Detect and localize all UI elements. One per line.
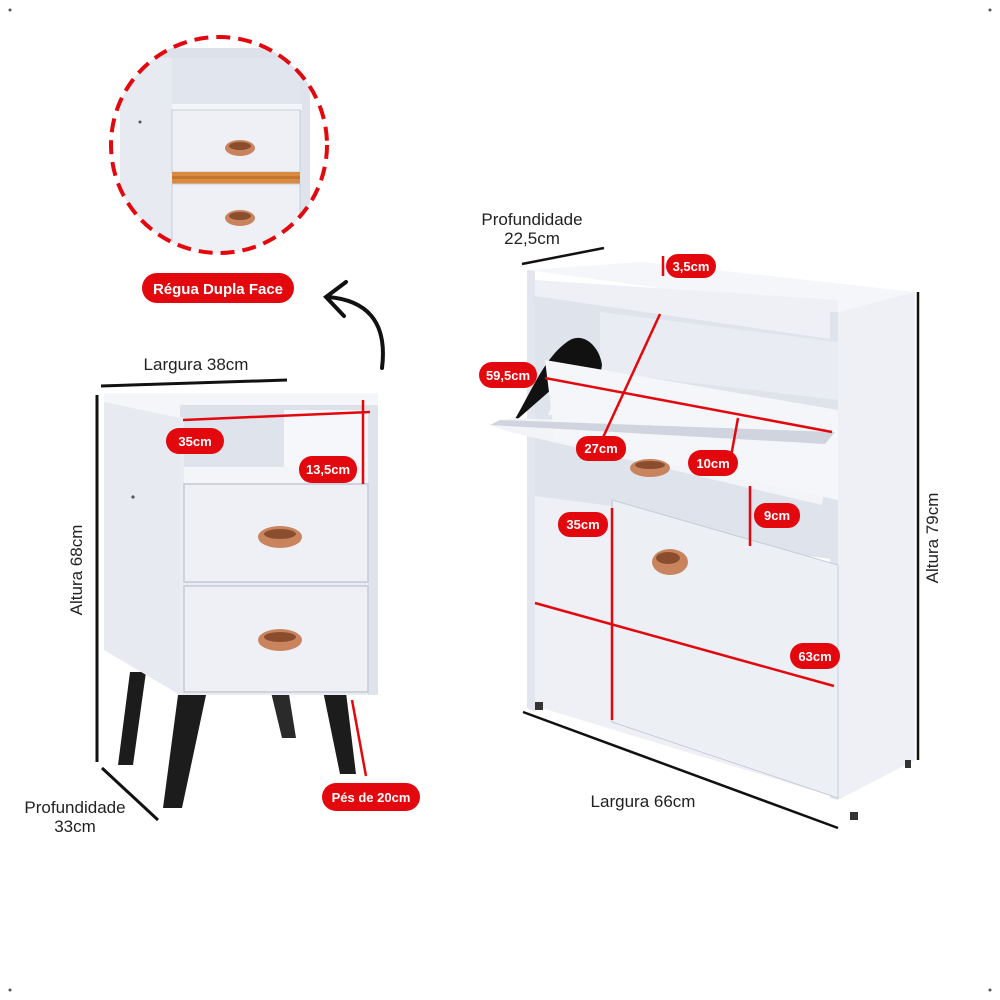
nightstand-leg xyxy=(118,672,146,765)
curved-arrow-icon xyxy=(323,280,385,370)
pill-base-width: 63cm xyxy=(790,643,840,669)
nightstand-leg xyxy=(270,688,296,738)
svg-text:59,5cm: 59,5cm xyxy=(486,368,530,383)
cabinet-dimension-lines xyxy=(521,246,920,830)
svg-text:13,5cm: 13,5cm xyxy=(306,462,350,477)
shoe-cabinet-illustration xyxy=(490,262,915,820)
detail-caption: Régua Dupla Face xyxy=(153,281,283,298)
nightstand-illustration xyxy=(104,393,378,808)
nightstand-leg xyxy=(320,676,356,774)
svg-text:10cm: 10cm xyxy=(696,456,729,471)
cabinet-height-label: Altura 79cm xyxy=(923,493,942,584)
pill-niche-height: 13,5cm xyxy=(299,456,357,483)
pill-lower-gap: 9cm xyxy=(754,503,800,528)
pill-niche-width: 35cm xyxy=(166,428,224,454)
pill-flap-gap: 10cm xyxy=(688,450,738,476)
svg-text:35cm: 35cm xyxy=(566,517,599,532)
corner-marks xyxy=(8,8,992,992)
svg-text:3,5cm: 3,5cm xyxy=(673,259,710,274)
pill-legs: Pés de 20cm xyxy=(322,783,420,811)
pill-flap-width: 59,5cm xyxy=(479,362,537,388)
detail-zoom-circle xyxy=(109,35,329,255)
nightstand-width-label: Largura 38cm xyxy=(144,355,249,374)
svg-text:27cm: 27cm xyxy=(584,441,617,456)
svg-text:9cm: 9cm xyxy=(764,508,790,523)
cabinet-red-lines xyxy=(534,256,835,720)
nightstand-drawer-top xyxy=(183,483,369,583)
svg-text:Pés de 20cm: Pés de 20cm xyxy=(332,790,411,805)
cabinet-depth-label-1: Profundidade xyxy=(481,210,582,229)
cabinet-depth-label-2: 22,5cm xyxy=(504,229,560,248)
svg-text:63cm: 63cm xyxy=(798,649,831,664)
nightstand-depth-label-1: Profundidade xyxy=(24,798,125,817)
nightstand-dimension-lines xyxy=(95,378,288,822)
pill-flap-depth: 27cm xyxy=(576,436,626,461)
nightstand-height-label: Altura 68cm xyxy=(67,525,86,616)
cabinet-width-label: Largura 66cm xyxy=(591,792,696,811)
nightstand-leg xyxy=(163,695,206,808)
pill-door-height: 35cm xyxy=(558,512,608,537)
nightstand-depth-label-2: 33cm xyxy=(54,817,96,836)
detail-caption-pill: Régua Dupla Face xyxy=(142,273,294,303)
svg-text:35cm: 35cm xyxy=(178,434,211,449)
nightstand-red-lines xyxy=(182,400,371,777)
pill-top-thickness: 3,5cm xyxy=(666,254,716,278)
